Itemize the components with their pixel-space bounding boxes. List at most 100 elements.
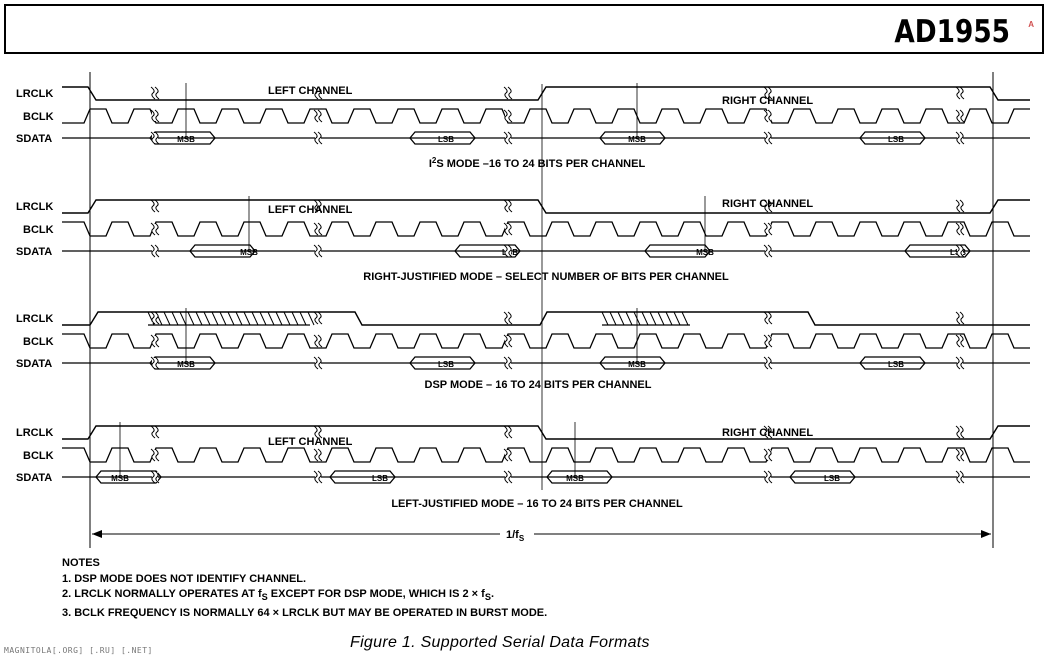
break-mark — [955, 199, 965, 213]
watermark-text: MAGNITOLA[.ORG] [.RU] [.NET] — [4, 646, 153, 655]
bclk-wave — [62, 333, 1030, 349]
break-mark — [313, 311, 323, 325]
caption-rj: RIGHT-JUSTIFIED MODE – SELECT NUMBER OF … — [363, 271, 729, 283]
hatch-line — [171, 311, 179, 326]
break-mark — [313, 448, 323, 462]
break-mark — [150, 199, 160, 213]
lrclk-wave — [62, 311, 1030, 326]
msb-label: MSB — [111, 474, 129, 483]
break-mark — [503, 222, 513, 236]
hatch-line — [609, 311, 617, 326]
lrclk-wave — [62, 86, 1030, 101]
break-mark — [955, 356, 965, 370]
break-mark — [955, 448, 965, 462]
msb-label: MSB — [628, 360, 646, 369]
sdata-cell — [904, 244, 971, 258]
break-mark — [763, 199, 773, 213]
hatch-line — [299, 311, 307, 326]
hatch-line — [243, 311, 251, 326]
chip-title: AD1955 — [894, 14, 1010, 50]
break-mark — [313, 222, 323, 236]
break-mark — [150, 109, 160, 123]
break-mark — [503, 470, 513, 484]
figure-caption: Figure 1. Supported Serial Data Formats — [350, 634, 650, 651]
lsb-label: LSB — [438, 135, 454, 144]
note-3: 3. BCLK FREQUENCY IS NORMALLY 64 × LRCLK… — [62, 606, 548, 619]
break-mark — [150, 470, 160, 484]
caption-i2s: I2S MODE –16 TO 24 BITS PER CHANNEL — [429, 156, 646, 170]
break-mark — [503, 425, 513, 439]
break-mark — [763, 448, 773, 462]
hatch-line — [617, 311, 625, 326]
break-mark — [313, 199, 323, 213]
sdata-cell — [409, 356, 476, 370]
signal-label-lrclk: LRCLK — [16, 313, 53, 325]
break-mark — [313, 470, 323, 484]
break-mark — [763, 222, 773, 236]
break-mark — [150, 131, 160, 145]
lrclk-wave — [62, 199, 1030, 214]
break-mark — [503, 356, 513, 370]
break-mark — [313, 425, 323, 439]
sdata-cell — [409, 131, 476, 145]
msb-label: MSB — [177, 135, 195, 144]
signal-label-sdata: SDATA — [16, 358, 52, 370]
sdata-cell — [859, 131, 926, 145]
lsb-label: LSB — [824, 474, 840, 483]
signal-label-bclk: BCLK — [23, 224, 54, 236]
break-mark — [503, 199, 513, 213]
hatch-line — [673, 311, 681, 326]
break-mark — [955, 470, 965, 484]
right-channel-label: RIGHT CHANNEL — [722, 427, 813, 439]
break-mark — [955, 86, 965, 100]
break-mark — [763, 425, 773, 439]
msb-label: MSB — [566, 474, 584, 483]
hatch-line — [187, 311, 195, 326]
period-label: 1/fS — [506, 529, 525, 543]
break-mark — [955, 131, 965, 145]
right-channel-label: RIGHT CHANNEL — [722, 198, 813, 210]
sdata-cell — [546, 470, 613, 484]
break-mark — [150, 356, 160, 370]
break-mark — [955, 109, 965, 123]
msb-label: MSB — [177, 360, 195, 369]
note-1: 1. DSP MODE DOES NOT IDENTIFY CHANNEL. — [62, 572, 307, 585]
break-mark — [503, 131, 513, 145]
signal-label-bclk: BCLK — [23, 450, 54, 462]
break-mark — [313, 334, 323, 348]
break-mark — [763, 131, 773, 145]
break-mark — [150, 86, 160, 100]
msb-label: MSB — [240, 248, 258, 257]
hatch-line — [283, 311, 291, 326]
hatch-line — [291, 311, 299, 326]
hatch-line — [227, 311, 235, 326]
hatch-line — [657, 311, 665, 326]
hatch-line — [203, 311, 211, 326]
signal-label-bclk: BCLK — [23, 336, 54, 348]
sdata-cell — [599, 356, 666, 370]
signal-label-lrclk: LRCLK — [16, 88, 53, 100]
msb-label: MSB — [628, 135, 646, 144]
left-channel-label: LEFT CHANNEL — [268, 436, 353, 448]
break-mark — [955, 425, 965, 439]
sdata-cell — [189, 244, 256, 258]
lsb-label: LSB — [888, 135, 904, 144]
caption-dsp: DSP MODE – 16 TO 24 BITS PER CHANNEL — [425, 379, 652, 391]
watermark-logo: A — [1028, 20, 1034, 29]
bclk-wave — [62, 108, 1030, 124]
break-mark — [313, 109, 323, 123]
break-mark — [150, 311, 160, 325]
period-arrow-right-head — [981, 530, 991, 538]
sdata-cell — [95, 470, 162, 484]
hatch-line — [259, 311, 267, 326]
hatch-line — [601, 311, 609, 326]
break-mark — [763, 470, 773, 484]
note-2: 2. LRCLK NORMALLY OPERATES AT fS EXCEPT … — [62, 588, 494, 603]
period-arrow-left-head — [92, 530, 102, 538]
hatch-line — [179, 311, 187, 326]
hatch-line — [267, 311, 275, 326]
break-mark — [313, 244, 323, 258]
hatch-line — [251, 311, 259, 326]
sdata-cell — [789, 470, 856, 484]
break-mark — [503, 86, 513, 100]
